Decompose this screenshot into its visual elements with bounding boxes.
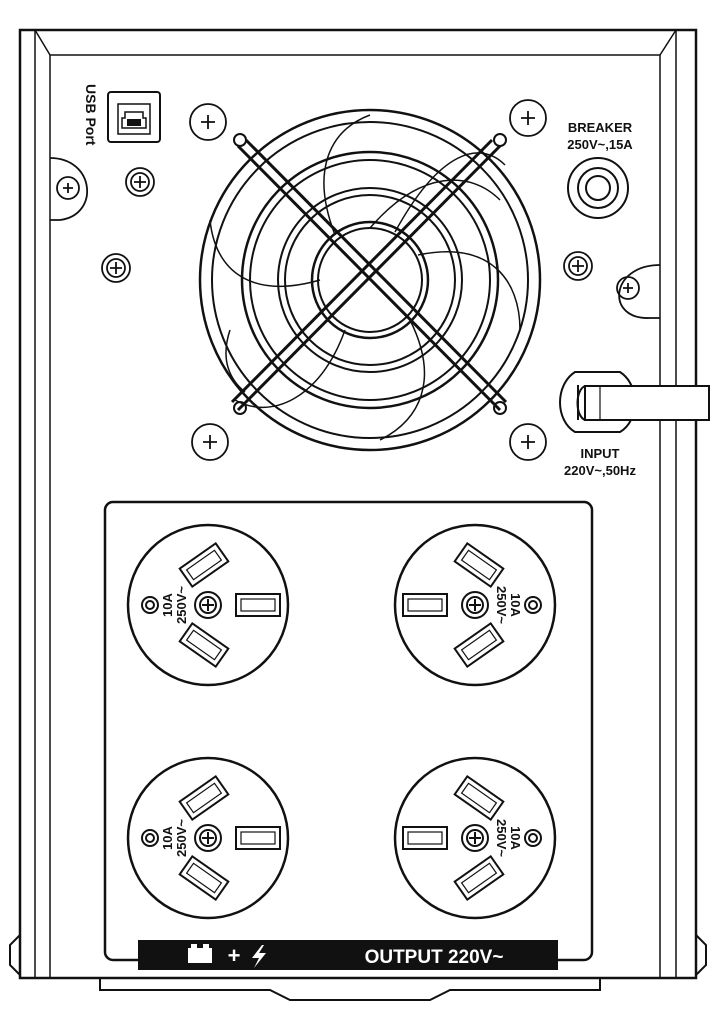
battery-plus: + — [228, 943, 241, 968]
screws — [49, 99, 661, 461]
chassis — [9, 28, 707, 1001]
outlet-rating-current: 10A — [160, 825, 175, 849]
lightning-icon — [252, 945, 266, 968]
power-cord-icon[interactable] — [559, 371, 710, 433]
usb-b-port-icon[interactable] — [107, 91, 161, 143]
outlet-rating-current: 10A — [508, 593, 523, 617]
screw-icon — [101, 253, 131, 283]
battery-icon — [188, 944, 212, 963]
screw-icon — [189, 103, 227, 141]
outlet-rating-current: 10A — [508, 826, 523, 850]
outlet-rating-voltage: 250V~ — [494, 586, 509, 624]
outlet-rating-voltage: 250V~ — [174, 586, 189, 624]
input-rating: 220V~,50Hz — [564, 463, 636, 478]
input-group: INPUT 220V~,50Hz — [559, 371, 710, 478]
screw-icon — [509, 99, 547, 137]
screw-icon — [125, 167, 155, 197]
output-label: OUTPUT 220V~ — [365, 947, 504, 968]
output-banner: + OUTPUT 220V~ — [138, 940, 558, 970]
breaker-icon[interactable] — [567, 157, 629, 219]
usb-port-group: USB Port — [83, 84, 161, 146]
breaker-group: BREAKER 250V~,15A — [567, 120, 633, 219]
outlet-rating-voltage: 250V~ — [174, 819, 189, 857]
screw-icon — [56, 176, 80, 200]
breaker-rating: 250V~,15A — [567, 137, 633, 152]
outlet-rating-voltage: 250V~ — [494, 819, 509, 857]
outlet-rating-current: 10A — [160, 592, 175, 616]
screw-icon — [616, 276, 640, 300]
screw-icon — [563, 251, 593, 281]
input-title: INPUT — [581, 446, 620, 461]
screw-icon — [509, 423, 547, 461]
screw-icon — [191, 423, 229, 461]
usb-port-label: USB Port — [83, 84, 99, 146]
breaker-title: BREAKER — [568, 120, 633, 135]
fan-grille-icon — [198, 108, 542, 452]
